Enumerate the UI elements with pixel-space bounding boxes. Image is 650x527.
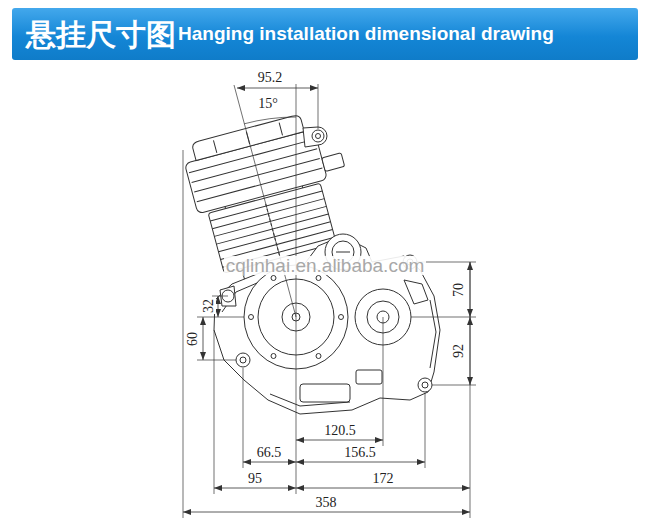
dimension-line <box>296 462 425 463</box>
dimension-label: 95.2 <box>257 71 284 85</box>
extension-line <box>214 330 215 494</box>
dimension-line <box>183 512 470 513</box>
extension-line <box>212 296 228 297</box>
title-english: Hanging installation dimensional drawing <box>178 24 554 45</box>
extension-line <box>243 368 244 468</box>
cover-bolt <box>271 276 276 281</box>
mount-hole <box>316 134 321 139</box>
angle-label: 15° <box>257 97 279 111</box>
cover-bolt <box>316 354 321 359</box>
extension-line <box>183 150 184 518</box>
dimension-label: 66.5 <box>256 446 283 460</box>
mount-hole <box>312 130 324 142</box>
title-chinese: 悬挂尺寸图 <box>26 18 176 51</box>
dimension-line <box>237 88 318 89</box>
dimension-line <box>203 317 204 360</box>
dimension-line <box>243 462 296 463</box>
dimension-line <box>296 488 470 489</box>
intake-port <box>322 153 345 172</box>
extension-line <box>470 262 471 518</box>
dimension-line <box>470 262 471 317</box>
dimension-line <box>214 488 296 489</box>
angle-arc <box>244 117 296 124</box>
dimension-line <box>470 317 471 385</box>
extension-line <box>425 393 426 468</box>
mount-hole <box>422 382 428 388</box>
cover-bolt <box>271 354 276 359</box>
cover-bolt <box>249 315 254 320</box>
dimension-line <box>218 296 219 317</box>
mount-hole <box>418 378 432 392</box>
dimension-label: 32 <box>202 298 216 314</box>
drain-boss <box>356 370 382 384</box>
dimension-label: 70 <box>452 282 466 298</box>
cover-bolt <box>316 276 321 281</box>
dimension-label: 60 <box>186 331 200 347</box>
extension-line <box>383 317 384 446</box>
dimension-label: 95 <box>247 472 263 486</box>
cover-bolt <box>339 315 344 320</box>
dimension-label: 120.5 <box>323 424 357 438</box>
extension-line <box>432 385 476 386</box>
dimension-label: 92 <box>452 343 466 359</box>
dimension-label: 156.5 <box>343 446 377 460</box>
cap-slot <box>336 252 350 253</box>
cylinder-axis <box>234 85 296 317</box>
extension-line <box>411 317 476 318</box>
watermark: cqlinhai.en.alibaba.com <box>224 256 427 275</box>
dimension-line <box>296 440 383 441</box>
dimension-label: 358 <box>315 496 338 510</box>
title-band: 悬挂尺寸图Hanging installation dimensional dr… <box>12 8 638 60</box>
extension-line <box>197 317 244 318</box>
mount-hole <box>236 353 250 367</box>
shift-boss <box>404 280 428 304</box>
sump <box>300 384 350 402</box>
extension-line <box>318 84 319 129</box>
center-line <box>296 84 297 494</box>
mount-hole <box>240 357 246 363</box>
dimension-label: 172 <box>372 472 395 486</box>
crankcase <box>214 236 440 414</box>
head-mount-lug <box>303 127 327 147</box>
